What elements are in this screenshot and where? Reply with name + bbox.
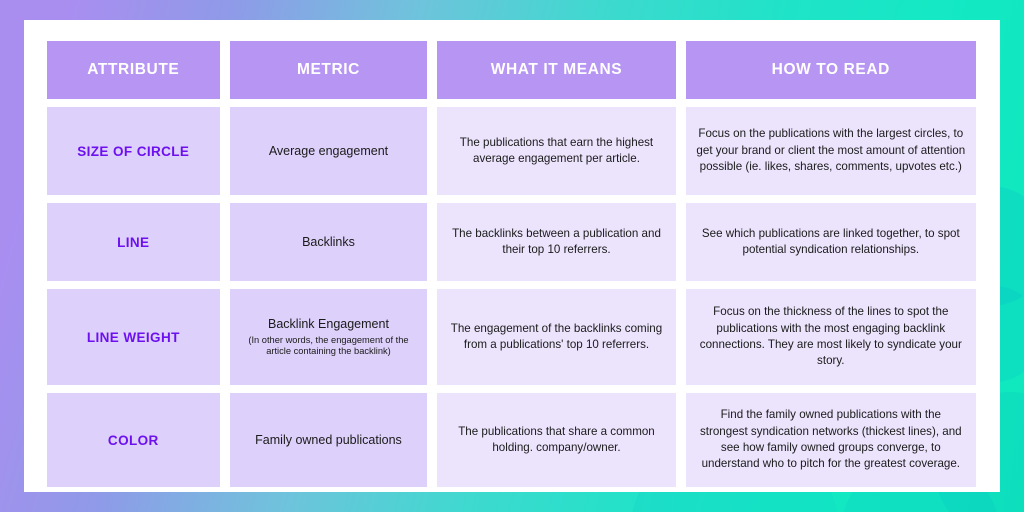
metric-cell: Average engagement	[229, 107, 428, 195]
column-header-what-it-means: WHAT IT MEANS	[437, 41, 676, 99]
attribute-label-size-of-circle: SIZE OF CIRCLE	[47, 107, 220, 195]
content-card: ATTRIBUTE METRIC WHAT IT MEANS HOW TO RE…	[24, 20, 1000, 492]
attribute-label-line: LINE	[47, 203, 220, 281]
table-header-row: ATTRIBUTE METRIC WHAT IT MEANS HOW TO RE…	[47, 41, 976, 99]
column-header-how-to-read: HOW TO READ	[685, 41, 976, 99]
table-body: SIZE OF CIRCLE Average engagement The pu…	[47, 107, 976, 487]
table-header: ATTRIBUTE METRIC WHAT IT MEANS HOW TO RE…	[47, 41, 976, 99]
what-it-means-text: The backlinks between a publication and …	[437, 203, 676, 281]
column-header-metric: METRIC	[229, 41, 428, 99]
what-it-means-text: The publications that earn the highest a…	[437, 107, 676, 195]
metric-cell: Backlinks	[229, 203, 428, 281]
metric-sublabel: (In other words, the engagement of the a…	[248, 334, 409, 357]
how-to-read-text: See which publications are linked togeth…	[685, 203, 976, 281]
metric-cell: Family owned publications	[229, 393, 428, 487]
metric-label: Family owned publications	[255, 432, 402, 447]
metric-label: Average engagement	[268, 143, 389, 158]
metric-cell: Backlink Engagement (In other words, the…	[229, 289, 428, 385]
table-row: LINE WEIGHT Backlink Engagement (In othe…	[47, 289, 976, 385]
how-to-read-text: Focus on the publications with the large…	[685, 107, 976, 195]
table-row: SIZE OF CIRCLE Average engagement The pu…	[47, 107, 976, 195]
how-to-read-text: Focus on the thickness of the lines to s…	[685, 289, 976, 385]
column-header-attribute: ATTRIBUTE	[47, 41, 220, 99]
metric-label: Backlink Engagement	[268, 316, 389, 331]
table-row: COLOR Family owned publications The publ…	[47, 393, 976, 487]
table-row: LINE Backlinks The backlinks between a p…	[47, 203, 976, 281]
metric-label: Backlinks	[302, 234, 355, 249]
attribute-label-line-weight: LINE WEIGHT	[47, 289, 220, 385]
attribute-label-color: COLOR	[47, 393, 220, 487]
how-to-read-text: Find the family owned publications with …	[685, 393, 976, 487]
what-it-means-text: The engagement of the backlinks coming f…	[437, 289, 676, 385]
attribute-legend-table: ATTRIBUTE METRIC WHAT IT MEANS HOW TO RE…	[37, 33, 986, 495]
what-it-means-text: The publications that share a common hol…	[437, 393, 676, 487]
